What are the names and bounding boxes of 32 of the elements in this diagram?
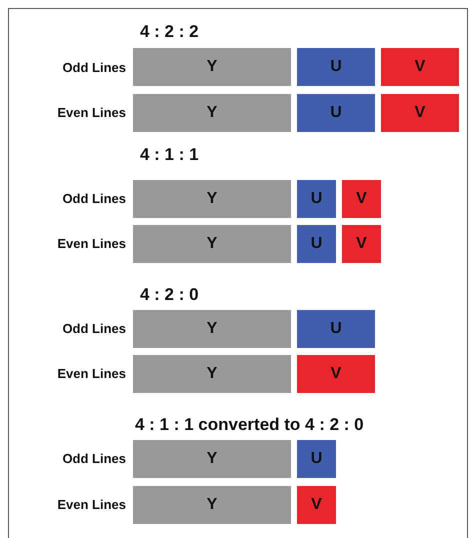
chroma-block: U <box>297 94 375 132</box>
luma-block: Y <box>133 440 291 478</box>
chroma-block: U <box>297 440 336 478</box>
chroma-block: V <box>342 180 381 218</box>
chroma-block: U <box>297 48 375 86</box>
row-label: Odd Lines <box>61 191 126 206</box>
chroma-block: V <box>297 355 375 393</box>
luma-block: Y <box>133 310 291 348</box>
luma-block: Y <box>133 225 291 263</box>
row-label: Odd Lines <box>61 451 126 466</box>
chroma-block: U <box>297 310 375 348</box>
chroma-block: V <box>297 486 336 524</box>
chroma-block: V <box>381 48 459 86</box>
chroma-block: V <box>342 225 381 263</box>
luma-block: Y <box>133 48 291 86</box>
chroma-block: U <box>297 225 336 263</box>
row-label: Odd Lines <box>61 321 126 336</box>
luma-block: Y <box>133 355 291 393</box>
chroma-block: U <box>297 180 336 218</box>
luma-block: Y <box>133 486 291 524</box>
luma-block: Y <box>133 180 291 218</box>
row-label: Even Lines <box>56 366 126 381</box>
section-heading: 4 : 2 : 0 <box>140 285 199 305</box>
section-heading: 4 : 1 : 1 converted to 4 : 2 : 0 <box>135 415 364 435</box>
row-label: Even Lines <box>56 105 126 120</box>
row-label: Odd Lines <box>61 60 126 75</box>
section-heading: 4 : 2 : 2 <box>140 22 199 42</box>
section-heading: 4 : 1 : 1 <box>140 145 199 165</box>
row-label: Even Lines <box>56 497 126 512</box>
row-label: Even Lines <box>56 236 126 251</box>
chroma-block: V <box>381 94 459 132</box>
luma-block: Y <box>133 94 291 132</box>
